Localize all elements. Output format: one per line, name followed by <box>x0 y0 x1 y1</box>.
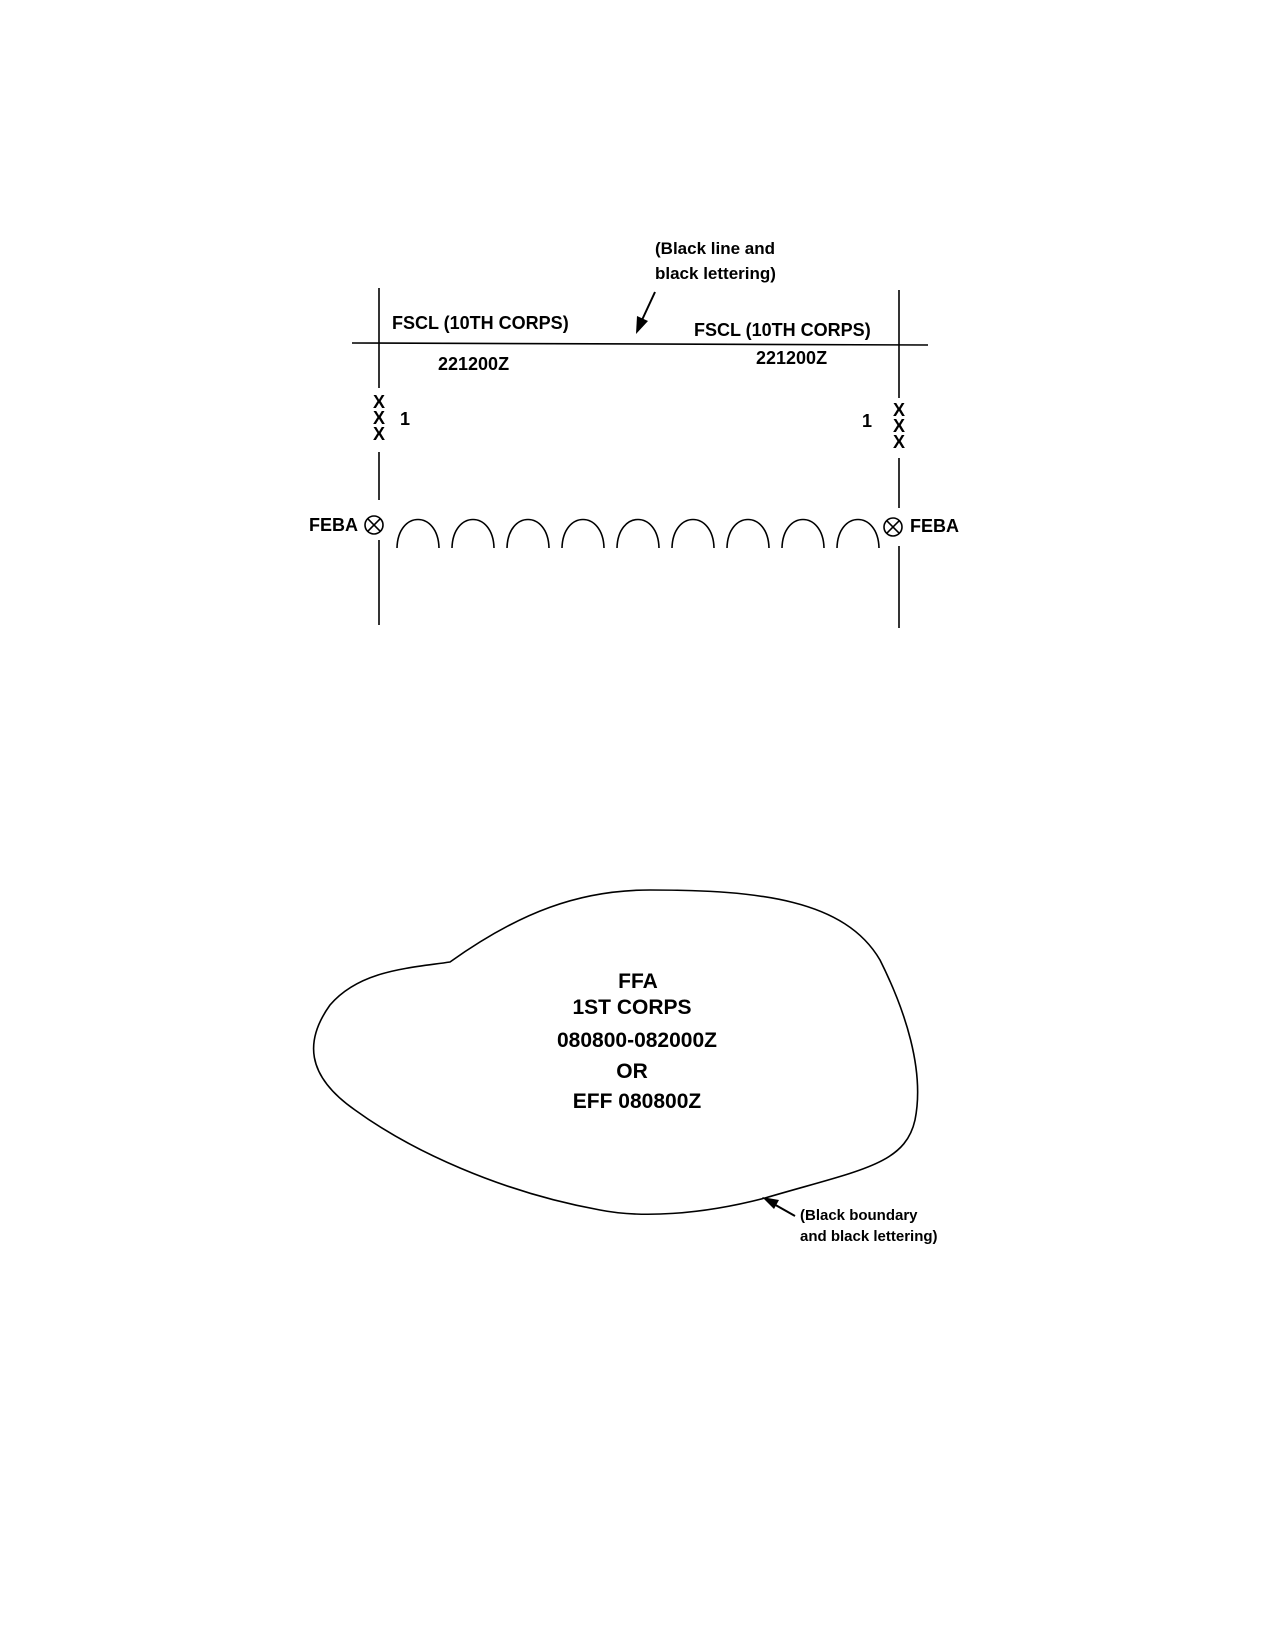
ffa-or: OR <box>616 1060 648 1083</box>
fscl-right-dtg: 221200Z <box>756 348 827 368</box>
ffa-note-arrow-head <box>762 1197 779 1209</box>
fscl-right-label: FSCL (10TH CORPS) <box>694 320 871 340</box>
ffa-diagram: FFA 1ST CORPS 080800-082000Z OR EFF 0808… <box>312 889 938 1245</box>
right-unit-number: 1 <box>862 411 872 431</box>
feba-arc <box>726 518 770 549</box>
feba-arc <box>836 518 880 549</box>
fscl-line <box>351 342 929 346</box>
fscl-left-label: FSCL (10TH CORPS) <box>392 313 569 333</box>
ffa-time-window: 080800-082000Z <box>557 1029 717 1052</box>
fscl-note-line-2: black lettering) <box>655 264 776 283</box>
right-feba-label: FEBA <box>910 516 959 536</box>
left-feba-symbol <box>364 515 384 535</box>
ffa-note-line-1: (Black boundary <box>800 1207 918 1224</box>
left-unit-number: 1 <box>400 409 410 429</box>
ffa-title: FFA <box>618 970 658 993</box>
fscl-note-arrow-shaft <box>641 291 656 321</box>
feba-arc <box>781 518 825 549</box>
ffa-note-line-2: and black lettering) <box>800 1228 938 1245</box>
feba-arc <box>451 518 495 549</box>
fscl-note-arrow-head <box>636 316 648 334</box>
fscl-note-line-1: (Black line and <box>655 239 775 258</box>
fscl-diagram: (Black line and black lettering) FSCL (1… <box>309 239 959 628</box>
ffa-unit: 1ST CORPS <box>572 996 691 1019</box>
feba-arc <box>561 518 605 549</box>
left-feba-label: FEBA <box>309 515 358 535</box>
feba-arc <box>396 518 440 549</box>
feba-arc <box>506 518 550 549</box>
right-feba-symbol <box>883 517 903 537</box>
feba-arc <box>616 518 660 549</box>
feba-arc <box>671 518 715 549</box>
ffa-effective-time: EFF 080800Z <box>573 1090 702 1113</box>
feba-arc-group <box>396 518 880 549</box>
fscl-left-dtg: 221200Z <box>438 354 509 374</box>
ffa-boundary <box>312 889 919 1215</box>
